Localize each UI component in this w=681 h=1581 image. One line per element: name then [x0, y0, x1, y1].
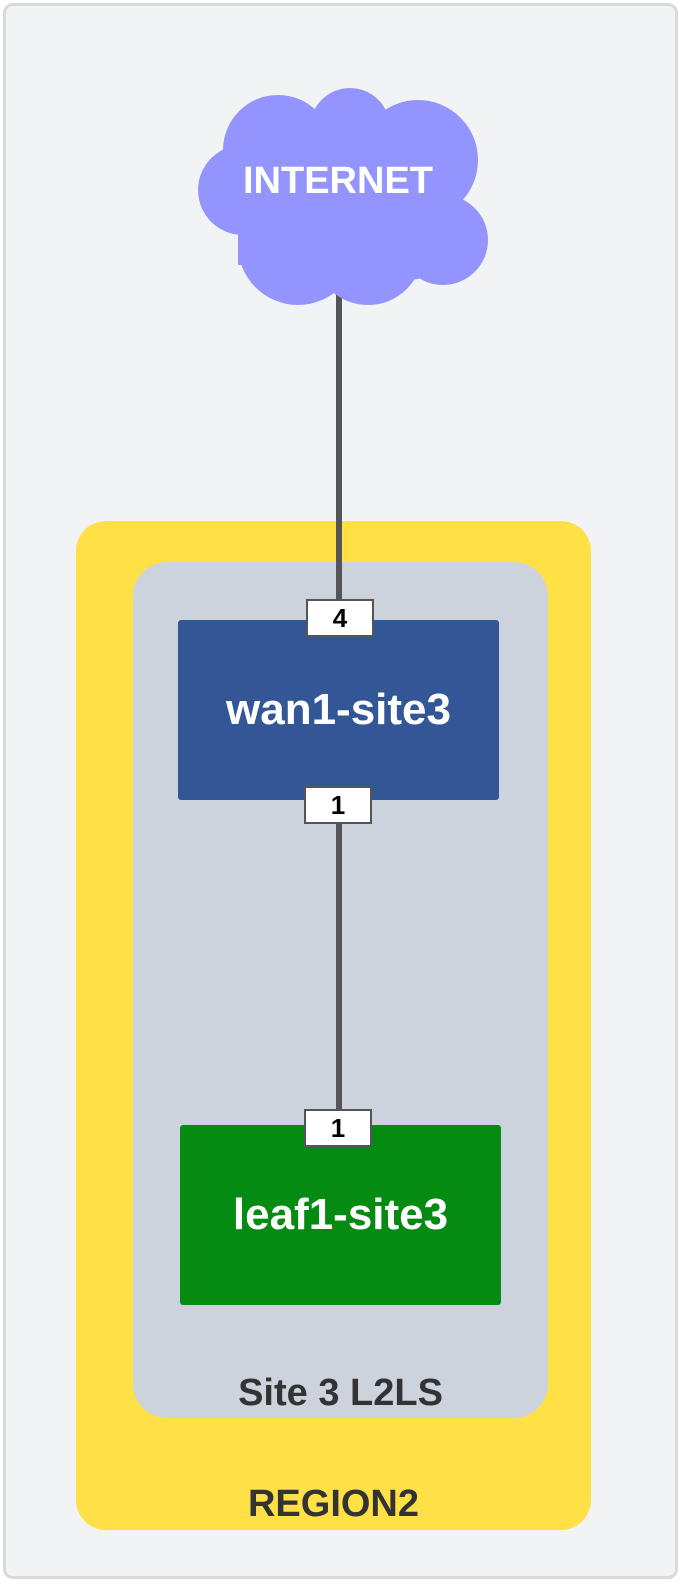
port-label-wan-4: 4	[306, 599, 374, 637]
internet-label: INTERNET	[243, 160, 433, 202]
link-wan-leaf[interactable]	[336, 822, 342, 1122]
port-label-leaf-1: 1	[304, 1109, 372, 1147]
node-leaf1-site3[interactable]: leaf1-site3	[180, 1125, 501, 1305]
internet-cloud-icon[interactable]	[188, 80, 488, 305]
link-internet-wan[interactable]	[336, 290, 342, 608]
node-label: wan1-site3	[226, 685, 451, 734]
port-label-wan-1: 1	[304, 786, 372, 824]
node-label: leaf1-site3	[232, 1190, 449, 1239]
site-label: Site 3 L2LS	[238, 1372, 443, 1414]
node-wan1-site3[interactable]: wan1-site3	[178, 620, 499, 800]
region-label: REGION2	[247, 1483, 420, 1525]
